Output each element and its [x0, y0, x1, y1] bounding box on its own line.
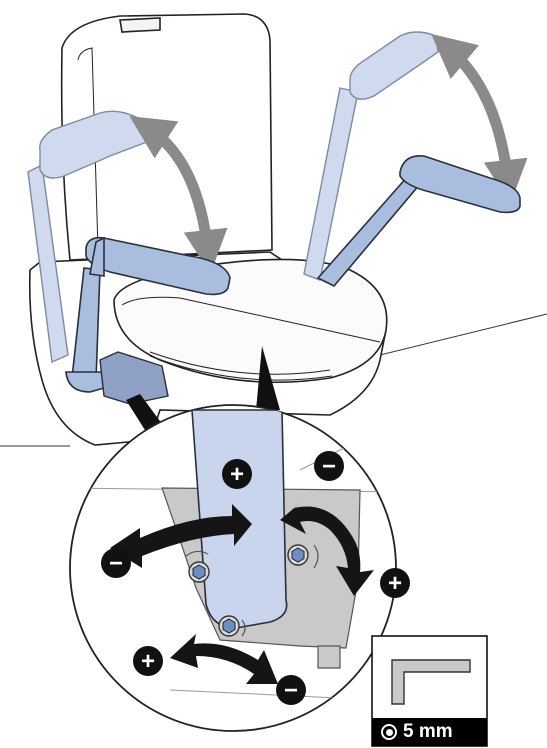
svg-text:+: +: [141, 648, 155, 675]
svg-text:−: −: [322, 453, 336, 480]
svg-text:−: −: [284, 677, 298, 704]
screw-lower: [218, 615, 240, 637]
sign-plus-bottom-left: +: [133, 646, 163, 676]
tool-size-label: 5 mm: [372, 718, 487, 746]
sign-plus-right: +: [380, 568, 410, 598]
armrest-right-raised: [303, 31, 439, 281]
armrest-left-raised: [27, 110, 153, 364]
hex-key-icon: [391, 659, 471, 705]
arrow-left-double: [110, 504, 252, 568]
floor-lines: [0, 313, 547, 447]
screw-right: [287, 544, 309, 566]
sign-minus-top-right: −: [314, 451, 344, 481]
sign-minus-left: −: [101, 548, 131, 578]
adjustment-arrows: [110, 498, 374, 684]
rotation-arrow-left: [129, 116, 228, 274]
arrow-right-double: [280, 498, 374, 596]
rotation-arrow-right: [431, 33, 528, 204]
armrest-right-lowered: [316, 155, 521, 287]
detail-view: + − − + + −: [69, 404, 410, 732]
svg-text:+: +: [388, 570, 402, 597]
turn-hint-icons: [185, 544, 319, 637]
sign-minus-bottom: −: [276, 675, 306, 705]
arrow-bottom-double: [170, 634, 278, 684]
sign-plus-top: +: [222, 459, 252, 489]
tool-size-text: 5 mm: [403, 721, 453, 742]
screw-upper-left: [188, 561, 210, 583]
svg-text:+: +: [230, 461, 244, 488]
armrest-left-lowered: [65, 236, 231, 393]
hex-socket-icon: [381, 724, 397, 740]
svg-text:−: −: [109, 550, 123, 577]
mounting-bracket: [99, 351, 169, 405]
